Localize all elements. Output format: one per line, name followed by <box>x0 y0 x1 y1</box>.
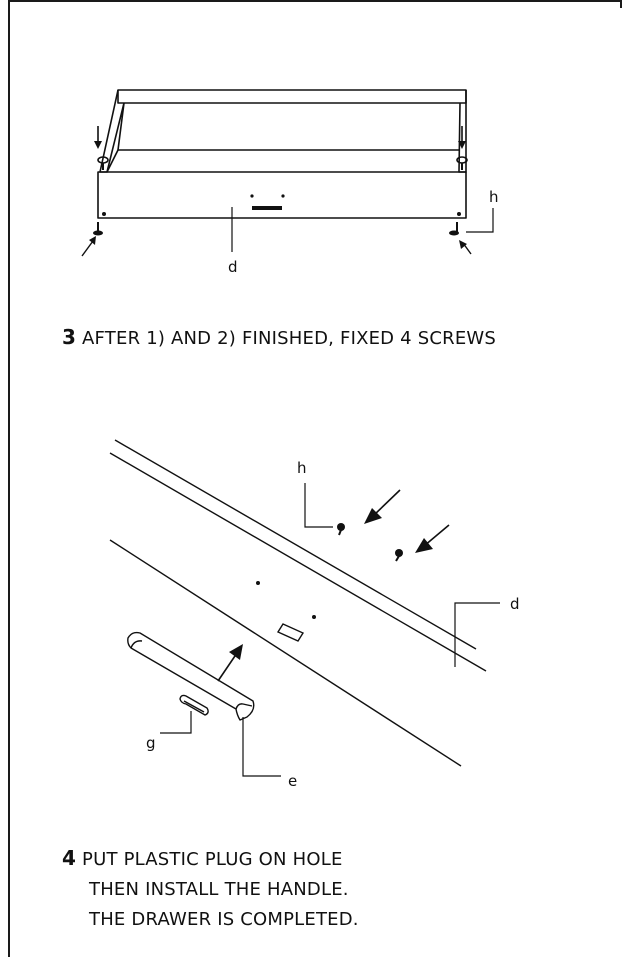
page-border-left <box>8 0 10 957</box>
handle-installation-diagram: h d g e <box>109 439 520 790</box>
handle-hole <box>250 194 254 198</box>
step-3-instruction: 3 AFTER 1) AND 2) FINISHED, FIXED 4 SCRE… <box>62 322 496 354</box>
part-label-d: d <box>228 258 238 276</box>
part-label-e: e <box>288 772 297 790</box>
step-3-text: AFTER 1) AND 2) FINISHED, FIXED 4 SCREWS <box>82 328 497 349</box>
part-label-h: h <box>489 188 499 206</box>
step-4-number: 4 <box>62 846 77 870</box>
screw-h-1 <box>337 489 401 536</box>
step-3-number: 3 <box>62 325 77 349</box>
step-4-instruction: 4 PUT PLASTIC PLUG ON HOLE THEN INSTALL … <box>62 843 359 935</box>
step-4-line-2: THEN INSTALL THE HANDLE. <box>89 879 349 900</box>
screw-top-right <box>456 126 468 170</box>
screw-bottom-right <box>449 222 472 255</box>
page-border-top <box>8 0 622 2</box>
part-label-g: g <box>146 734 156 752</box>
part-label-d: d <box>510 595 520 613</box>
plastic-plug-g <box>179 694 209 716</box>
screw-bottom-left <box>81 222 103 257</box>
page-border-right <box>620 0 622 8</box>
step-4-line-1: PUT PLASTIC PLUG ON HOLE <box>82 849 343 870</box>
screw-top-left <box>94 126 109 170</box>
handle-slot <box>276 623 305 642</box>
step-4-line-3: THE DRAWER IS COMPLETED. <box>89 909 359 930</box>
handle-slot <box>252 206 282 210</box>
handle-hole <box>281 194 285 198</box>
part-label-h: h <box>297 459 307 477</box>
screw-h-2 <box>395 524 450 562</box>
drawer-assembly-diagram: d h <box>81 89 499 276</box>
